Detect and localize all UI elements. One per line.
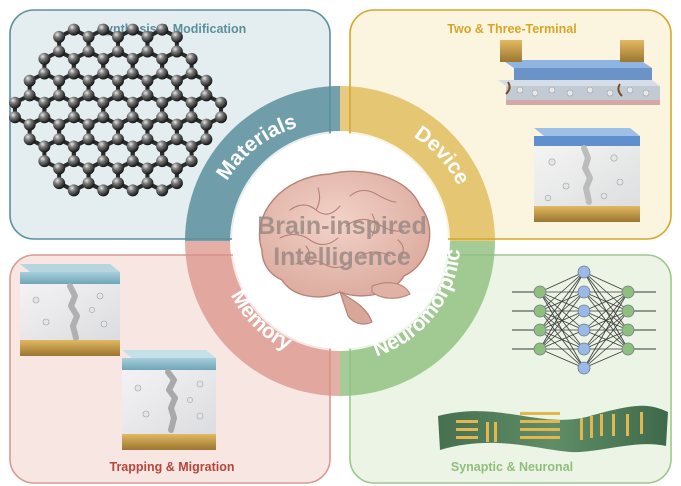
filament-cube-icon	[534, 128, 640, 222]
panel-title-neuromorphic: Synaptic & Neuronal	[451, 460, 573, 474]
panel-title-memory: Trapping & Migration	[110, 460, 235, 474]
graphene-lattice-icon	[8, 23, 228, 197]
filament-cube-icon	[122, 350, 216, 450]
center-title-line1: Brain-inspired	[257, 212, 426, 240]
center-title-line2: Intelligence	[273, 243, 411, 271]
ring-segment-memory	[185, 241, 340, 396]
ring-segment-device	[340, 86, 495, 241]
three-terminal-transistor-icon	[498, 40, 660, 105]
panel-title-device: Two & Three-Terminal	[447, 22, 576, 36]
brain-icon	[258, 170, 431, 325]
filament-cube-icon	[20, 264, 120, 356]
ring-segment-materials	[185, 86, 340, 241]
neural-network-icon	[512, 265, 656, 375]
flexible-circuit-icon	[438, 405, 668, 453]
ring-segment-neuromorphic	[340, 241, 495, 396]
